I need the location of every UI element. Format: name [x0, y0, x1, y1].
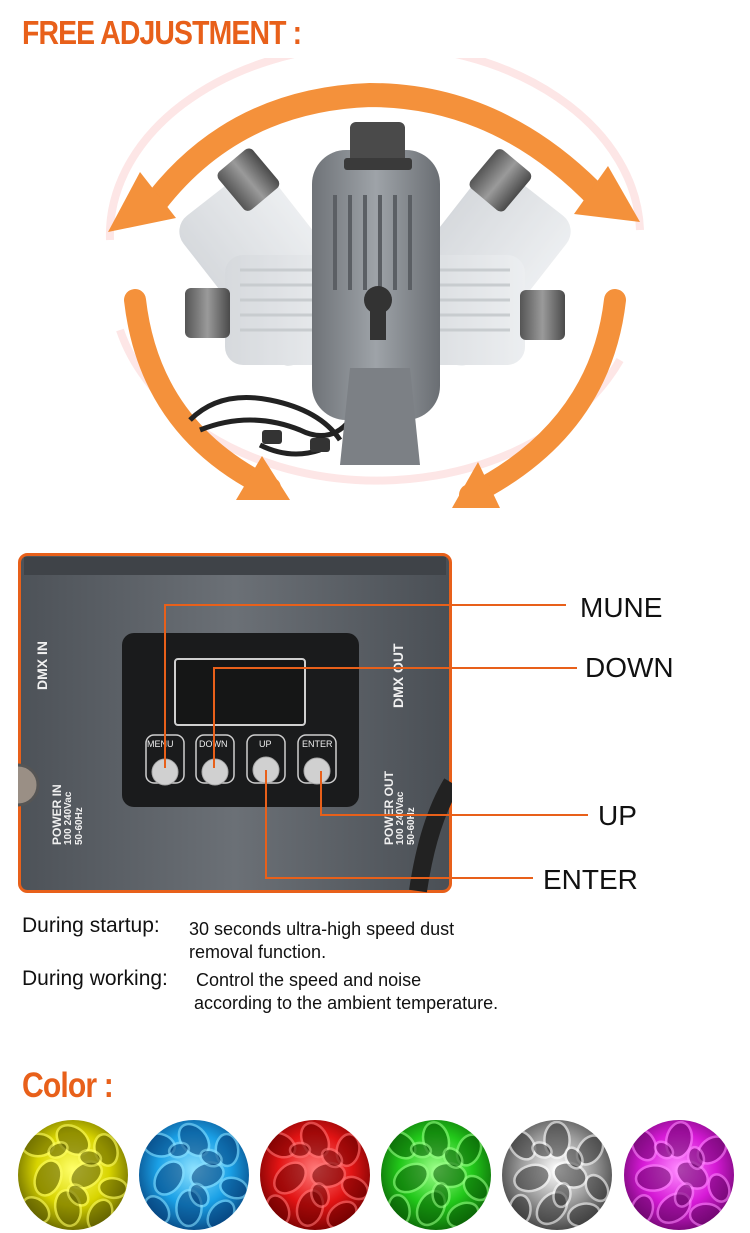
magenta-swatch [624, 1120, 734, 1230]
feature-startup-label: During startup: [22, 914, 160, 937]
red-swatch [260, 1120, 370, 1230]
feature-working-line-1: Control the speed and noise [196, 970, 422, 990]
blue-swatch [139, 1120, 249, 1230]
feature-startup-line-2: removal function. [189, 942, 327, 962]
menu-key-label: MENU [147, 739, 174, 749]
callout-up: UP [598, 800, 637, 831]
callout-lines [164, 604, 588, 879]
feature-startup-line-1: 30 seconds ultra-high speed dust [189, 919, 455, 939]
feature-working-line-2: according to the ambient temperature. [194, 993, 499, 1013]
projector-rotation-illustration [105, 58, 644, 508]
callout-down: DOWN [585, 652, 674, 683]
callout-mune: MUNE [580, 592, 663, 623]
feature-working-label: During working: [22, 967, 168, 990]
up-key-label: UP [259, 739, 272, 749]
callout-enter: ENTER [543, 864, 638, 895]
free-adjustment-heading: FREE ADJUSTMENT : [22, 14, 302, 51]
color-heading: Color : [22, 1066, 114, 1105]
enter-key-label: ENTER [302, 739, 333, 749]
white-swatch [502, 1120, 612, 1230]
control-panel-photo [18, 553, 452, 893]
green-swatch [381, 1120, 491, 1230]
yellow-swatch [18, 1120, 128, 1230]
